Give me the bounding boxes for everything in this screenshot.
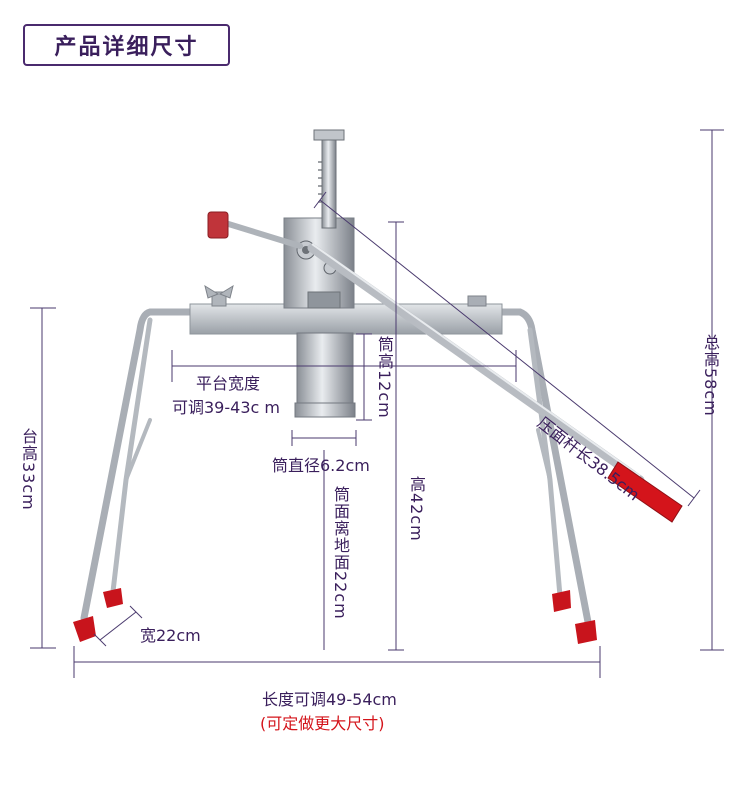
section-title-box: 产品详细尺寸 — [23, 24, 230, 66]
platform-bar — [189, 303, 503, 335]
height-label: 高42cm — [407, 476, 426, 542]
plunger-rack — [321, 139, 337, 229]
section-title: 产品详细尺寸 — [54, 35, 199, 60]
press-cylinder — [296, 332, 354, 406]
crank-arm — [219, 219, 303, 249]
stand-height-label: 台高33cm — [19, 428, 38, 511]
custom-size-note: (可定做更大尺寸) — [260, 714, 385, 733]
dimension-lines — [30, 129, 724, 678]
platform-width-range-label: 可调39-43c m — [172, 398, 280, 417]
press-lever — [307, 243, 645, 485]
wing-nut — [204, 284, 234, 307]
tube-to-ground-label: 筒面离地面22cm — [331, 486, 350, 620]
right-bolt — [467, 295, 487, 307]
length-label: 长度可调49-54cm — [262, 690, 397, 709]
tube-height-label: 筒高12cm — [375, 336, 394, 419]
lever-grip — [607, 461, 683, 523]
crank-knob — [207, 211, 229, 239]
cylinder-base-ring — [294, 402, 356, 418]
total-height-label: 总高58cm — [701, 334, 720, 417]
leg-caps — [73, 588, 597, 644]
tube-diameter-label: 筒直径6.2cm — [272, 456, 370, 475]
frame-legs — [80, 308, 592, 626]
platform-width-label: 平台宽度 — [196, 374, 261, 393]
width-label: 宽22cm — [140, 626, 201, 645]
